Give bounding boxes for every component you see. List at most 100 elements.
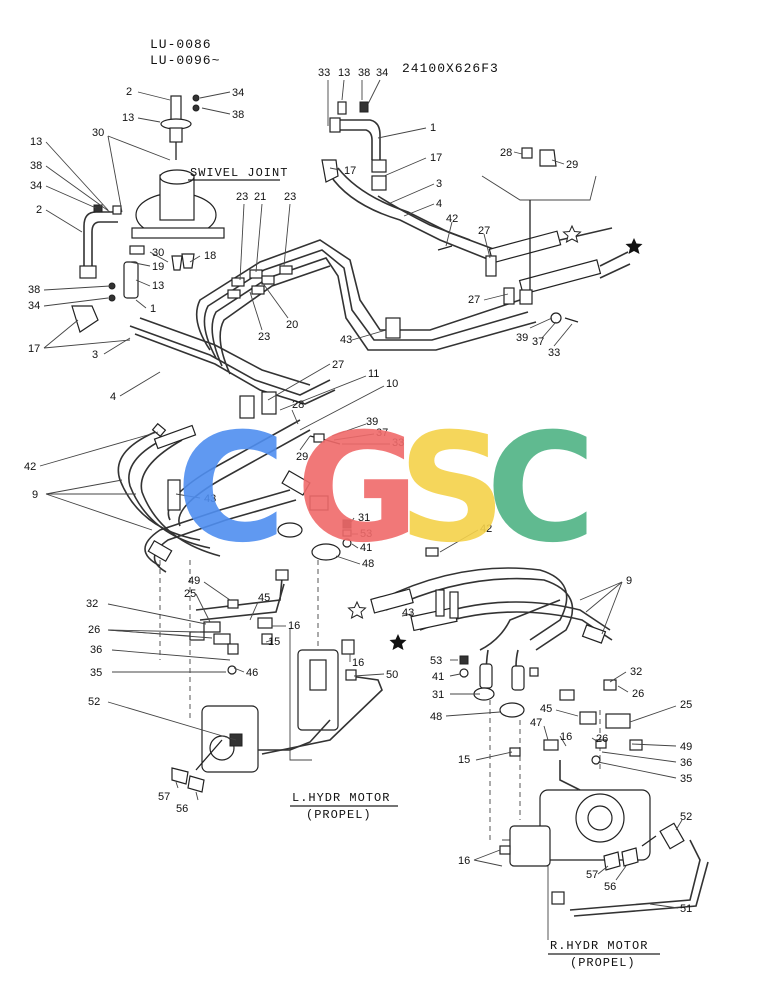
left-motor-label: L.HYDR MOTOR — [292, 791, 390, 805]
callout: 33 — [318, 67, 330, 79]
callout: 43 — [340, 334, 352, 346]
callout: 35 — [680, 773, 692, 785]
callout: 57 — [158, 791, 170, 803]
callout: 26 — [632, 688, 644, 700]
callout: 16 — [458, 855, 470, 867]
callout: 29 — [566, 159, 578, 171]
callout: 35 — [90, 667, 102, 679]
callout: 45 — [540, 703, 552, 715]
leader-lines — [39, 79, 683, 909]
watermark-letter-1: C — [176, 402, 286, 576]
model-number-1: LU-0086 — [150, 37, 212, 52]
callout: 1 — [150, 303, 156, 315]
hollow-star-upper — [562, 224, 582, 243]
callout: 10 — [386, 378, 398, 390]
callout: 13 — [30, 136, 42, 148]
callout: 26 — [88, 624, 100, 636]
callout: 18 — [204, 250, 216, 262]
callout: 2 — [126, 86, 132, 98]
callout: 56 — [176, 803, 188, 815]
middle-hoses — [117, 419, 352, 573]
callout: 38 — [358, 67, 370, 79]
callout: 3 — [436, 178, 442, 190]
callout: 23 — [284, 191, 296, 203]
callout: 27 — [478, 225, 490, 237]
callout: 38 — [28, 284, 40, 296]
callout: 30 — [152, 247, 164, 259]
callout: 13 — [338, 67, 350, 79]
right-motor-label: R.HYDR MOTOR — [550, 939, 648, 953]
callout: 57 — [586, 869, 598, 881]
swivel-joint-assembly: SWIVEL JOINT — [71, 94, 288, 333]
right-hoses — [370, 547, 613, 718]
callout: 39 — [366, 416, 378, 428]
callout: 34 — [376, 67, 388, 79]
callout: 25 — [184, 588, 196, 600]
callout: 32 — [86, 598, 98, 610]
callout: 41 — [432, 671, 444, 683]
callout: 37 — [532, 336, 544, 348]
callout: 1 — [430, 122, 436, 134]
callout: 42 — [446, 213, 458, 225]
callout: 17 — [430, 152, 442, 164]
callout: 23 — [236, 191, 248, 203]
callout: 16 — [352, 657, 364, 669]
callout: 36 — [680, 757, 692, 769]
hollow-star-lower — [347, 600, 367, 619]
callout: 33 — [392, 437, 404, 449]
part-code: 24100X626F3 — [402, 61, 499, 76]
swivel-joint-label: SWIVEL JOINT — [190, 166, 288, 180]
callout: 38 — [232, 109, 244, 121]
callout: 36 — [90, 644, 102, 656]
callout: 17 — [28, 343, 40, 355]
callout: 4 — [436, 198, 442, 210]
watermark-letter-3: S — [398, 402, 506, 576]
callout: 42 — [24, 461, 36, 473]
callout: 4 — [110, 391, 116, 403]
callout: 43 — [204, 493, 216, 505]
callout: 41 — [360, 542, 372, 554]
callout: 9 — [626, 575, 632, 587]
callout: 39 — [516, 332, 528, 344]
callout: 34 — [232, 87, 244, 99]
callout: 45 — [258, 592, 270, 604]
callout: 46 — [246, 667, 258, 679]
callout: 11 — [368, 368, 379, 380]
model-number-2: LU-0096~ — [150, 53, 220, 68]
callout: 33 — [548, 347, 560, 359]
callout: 31 — [358, 512, 370, 524]
callout: 2 — [36, 204, 42, 216]
callout: 15 — [458, 754, 470, 766]
callout: 42 — [480, 523, 492, 535]
callout: 20 — [286, 319, 298, 331]
callout: 30 — [92, 127, 104, 139]
callout: 43 — [402, 607, 414, 619]
callout: 9 — [32, 489, 38, 501]
filled-star-upper — [625, 238, 643, 254]
right-hydraulic-motor: R.HYDR MOTOR (PROPEL) — [489, 679, 709, 970]
callout: 34 — [28, 300, 40, 312]
watermark-letter-4: C — [486, 402, 596, 576]
callout: 28 — [292, 399, 304, 411]
right-motor-sublabel: (PROPEL) — [570, 956, 636, 970]
callout: 34 — [30, 180, 42, 192]
callout: 16 — [560, 731, 572, 743]
callout: 49 — [680, 741, 692, 753]
callout: 38 — [30, 160, 42, 172]
pipe-2-top — [170, 95, 182, 121]
callout: 52 — [88, 696, 100, 708]
callout: 50 — [386, 669, 398, 681]
callout: 56 — [604, 881, 616, 893]
callout: 19 — [152, 261, 164, 273]
upper-hoses — [129, 101, 631, 419]
callout: 25 — [680, 699, 692, 711]
left-motor-sublabel: (PROPEL) — [306, 808, 372, 822]
callout: 27 — [332, 359, 344, 371]
filled-star-lower — [389, 634, 407, 650]
callout: 21 — [254, 191, 266, 203]
callout: 3 — [92, 349, 98, 361]
callout: 15 — [268, 636, 280, 648]
callout: 52 — [680, 811, 692, 823]
callout: 26 — [596, 733, 608, 745]
